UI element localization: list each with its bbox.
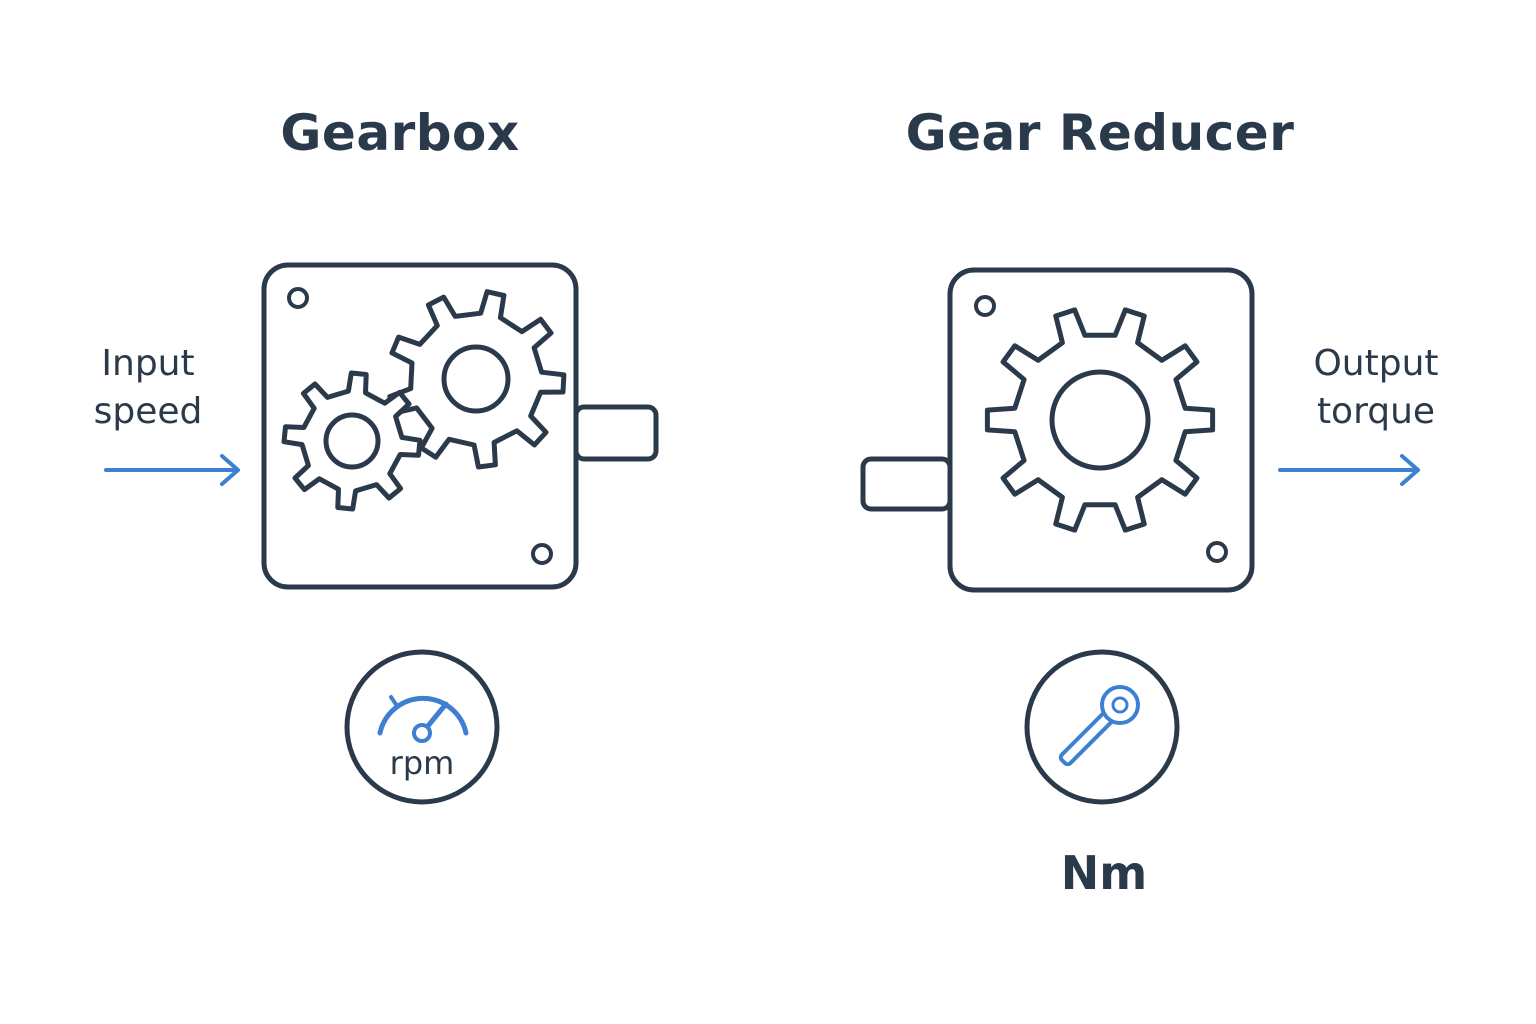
input-label-line1: Input	[101, 343, 195, 384]
input-label-line2: speed	[93, 391, 203, 432]
screw-icon	[531, 543, 553, 565]
gear-hub	[441, 344, 511, 414]
screw-icon	[1206, 541, 1228, 563]
gear-hub	[1049, 369, 1151, 471]
wrench-badge	[1024, 649, 1180, 805]
speedometer-badge	[344, 649, 500, 805]
gear-reducer-housing	[860, 267, 1255, 593]
screw-icon	[287, 287, 309, 309]
gearbox-housing	[261, 262, 659, 590]
output-label-line1: Output	[1313, 343, 1439, 384]
gearbox-title: Gearbox	[280, 104, 520, 162]
output-torque-label: Output torque	[1286, 340, 1466, 436]
gear-reducer-title: Gear Reducer	[905, 104, 1295, 162]
gear-hub	[323, 412, 381, 470]
speedometer-icon	[377, 695, 469, 736]
gear-outline	[281, 370, 423, 512]
output-label-line2: torque	[1316, 391, 1436, 432]
reducer-gear-icon	[984, 307, 1216, 533]
large-gear-icon	[387, 289, 567, 470]
input-speed-label: Input speed	[58, 340, 238, 436]
output-shaft	[573, 404, 659, 462]
nm-label: Nm	[1060, 846, 1148, 900]
screw-icon	[974, 295, 996, 317]
rpm-label: rpm	[389, 744, 455, 782]
small-gear-icon	[281, 370, 423, 512]
input-arrow-icon	[104, 454, 240, 486]
output-arrow-icon	[1278, 454, 1420, 486]
gear-outline	[984, 307, 1216, 533]
input-shaft	[860, 456, 953, 512]
wrench-icon	[1058, 685, 1140, 767]
